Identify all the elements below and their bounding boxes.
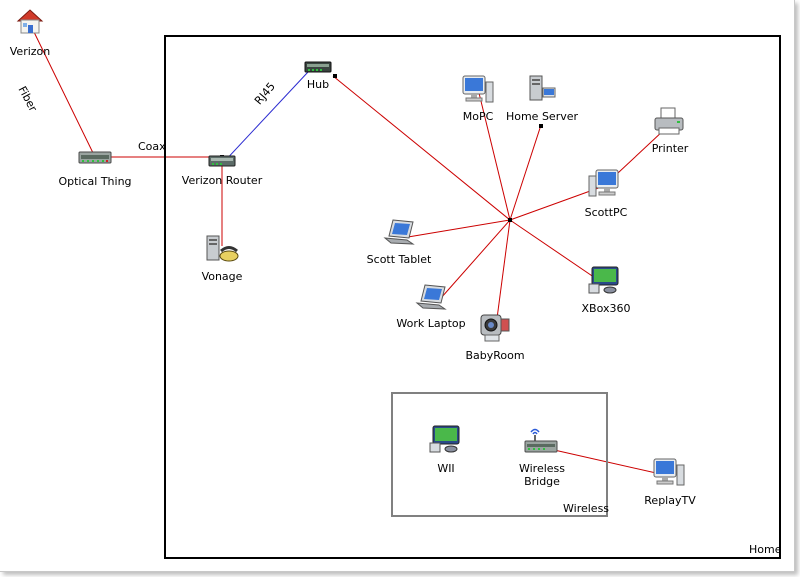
node-optical-label: Optical Thing xyxy=(58,175,132,188)
phone-server-icon xyxy=(206,235,239,262)
junction-dot xyxy=(508,218,512,222)
node-scotttablet-label: Scott Tablet xyxy=(366,253,432,266)
wireless-bridge-icon xyxy=(524,428,558,453)
switch-icon xyxy=(78,151,112,164)
edge-mopc-center[interactable] xyxy=(478,92,511,221)
edge-homeserver-center[interactable] xyxy=(509,124,542,221)
router-icon xyxy=(208,155,236,167)
edge-xbox-center[interactable] xyxy=(509,219,605,285)
game-console-icon xyxy=(588,266,619,294)
node-verizon-label: Verizon xyxy=(9,45,51,58)
edge-scottpc-center[interactable] xyxy=(509,185,605,221)
node-scottpc-label: ScottPC xyxy=(584,206,628,219)
node-printer[interactable] xyxy=(653,106,685,139)
hub-anchor-dot xyxy=(333,74,337,78)
game-console-icon xyxy=(429,425,460,453)
edge-verizon-optical[interactable] xyxy=(32,29,96,158)
node-printer-label: Printer xyxy=(651,142,689,155)
node-mopc[interactable] xyxy=(461,74,495,109)
laptop-icon xyxy=(415,284,447,310)
edge-router-hub-rj45[interactable] xyxy=(221,71,309,165)
node-xbox[interactable] xyxy=(588,265,622,298)
computer-icon xyxy=(462,75,494,103)
node-mopc-label: MoPC xyxy=(462,110,494,123)
edge-worklaptop-center[interactable] xyxy=(440,219,511,299)
group-wireless-label: Wireless xyxy=(563,502,610,515)
node-xbox-label: XBox360 xyxy=(581,302,631,315)
edge-hub-center[interactable] xyxy=(332,75,511,221)
node-worklaptop-label: Work Laptop xyxy=(396,317,466,330)
node-scotttablet[interactable] xyxy=(383,218,415,249)
node-replaytv-label: ReplayTV xyxy=(644,494,696,507)
computer-icon xyxy=(653,458,685,486)
node-babyroom[interactable] xyxy=(477,311,513,348)
server-icon xyxy=(529,75,556,101)
node-hub-label: Hub xyxy=(306,78,330,91)
house-icon xyxy=(16,9,44,34)
node-vonage[interactable] xyxy=(205,234,239,267)
node-wbridge-label-line2: Bridge xyxy=(524,475,560,488)
node-verizon[interactable] xyxy=(16,8,44,39)
node-worklaptop[interactable] xyxy=(415,283,447,314)
group-wireless[interactable] xyxy=(391,392,608,517)
node-router[interactable] xyxy=(208,154,236,171)
computer-icon xyxy=(588,169,619,197)
node-homeserver-label: Home Server xyxy=(505,110,579,123)
node-replaytv[interactable] xyxy=(652,457,686,492)
node-wbridge[interactable] xyxy=(524,426,558,459)
printer-icon xyxy=(654,107,684,135)
node-router-label: Verizon Router xyxy=(181,174,263,187)
node-homeserver[interactable] xyxy=(527,74,557,107)
homeserver-anchor-dot xyxy=(539,124,543,128)
camera-icon xyxy=(480,314,510,342)
group-home[interactable] xyxy=(164,35,781,559)
edge-babyroom-center[interactable] xyxy=(495,219,511,327)
hub-icon xyxy=(304,61,332,73)
node-optical[interactable] xyxy=(78,148,112,169)
edge-bridge-replaytv[interactable] xyxy=(540,446,666,476)
node-babyroom-label: BabyRoom xyxy=(465,349,525,362)
edge-label-coax: Coax xyxy=(138,140,166,153)
edge-tablet-center[interactable] xyxy=(407,219,511,238)
group-home-label: Home xyxy=(749,543,782,556)
laptop-icon xyxy=(383,219,415,245)
node-scottpc[interactable] xyxy=(588,168,622,203)
node-wii-label: WII xyxy=(437,462,455,475)
node-wbridge-label-line1: Wireless xyxy=(518,462,566,475)
node-hub[interactable] xyxy=(304,60,332,77)
node-vonage-label: Vonage xyxy=(201,270,243,283)
node-wii[interactable] xyxy=(429,424,463,457)
